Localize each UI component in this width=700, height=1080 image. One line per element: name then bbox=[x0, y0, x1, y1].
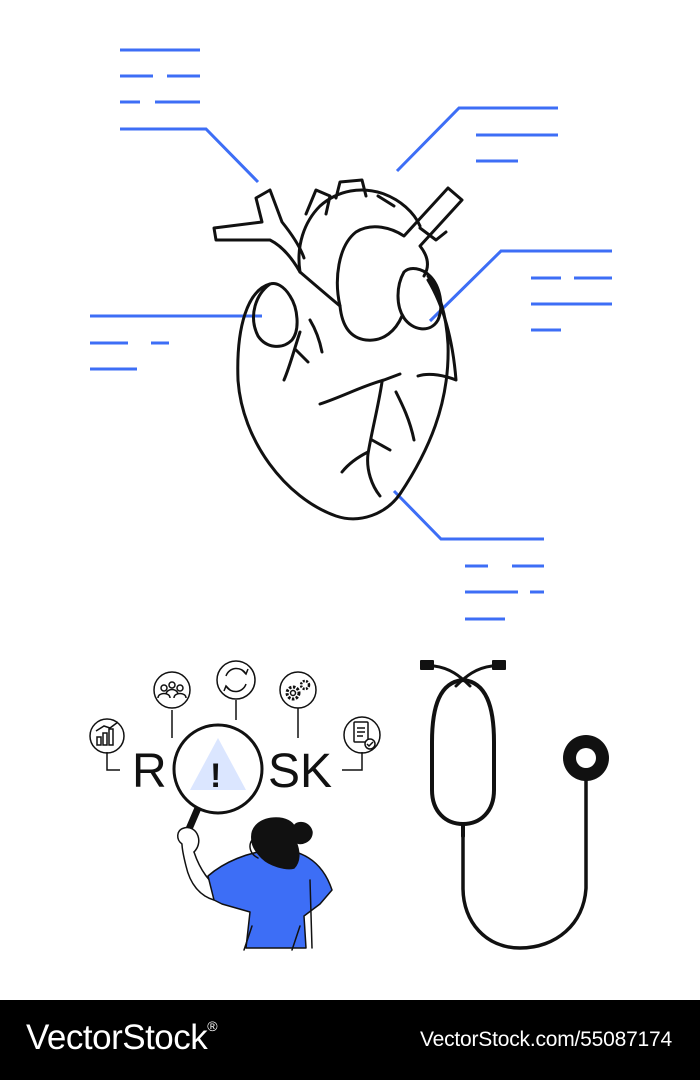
registered-mark: ® bbox=[207, 1018, 218, 1034]
chart-icon bbox=[89, 718, 125, 754]
risk-letters-sk: SK bbox=[268, 745, 332, 798]
magnifier-icon: ! bbox=[172, 723, 264, 840]
image-reference: VectorStock.com/55087174 bbox=[419, 1028, 672, 1051]
risk-concept: R SK ! bbox=[89, 660, 381, 951]
watermark-bar: VectorStock® VectorStock.com/55087174 bbox=[0, 1000, 700, 1080]
checklist-icon bbox=[343, 716, 381, 754]
warning-triangle-icon bbox=[190, 738, 246, 790]
annotation-lines bbox=[90, 48, 612, 621]
stethoscope-icon bbox=[420, 660, 609, 950]
people-icon bbox=[153, 671, 191, 709]
vectorstock-logo: VectorStock® bbox=[26, 1018, 218, 1058]
brand-name: VectorStock bbox=[26, 1018, 208, 1057]
refresh-icon bbox=[216, 660, 256, 700]
risk-letter-r: R bbox=[132, 745, 167, 798]
illustration: R SK ! bbox=[89, 48, 612, 951]
gears-icon bbox=[279, 671, 317, 709]
person-figure bbox=[177, 817, 333, 951]
heart-icon bbox=[212, 178, 464, 521]
alert-glyph: ! bbox=[210, 757, 221, 795]
